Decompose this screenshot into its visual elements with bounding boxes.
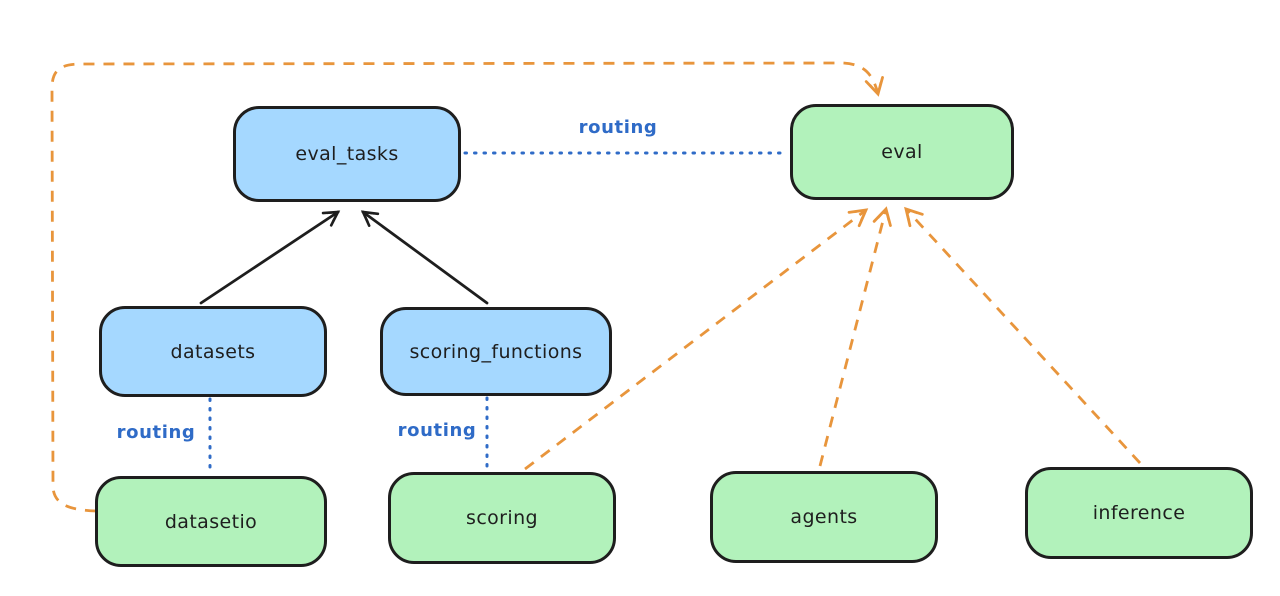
node-agents-label: agents <box>790 506 858 528</box>
routing-label-eval-tasks-eval: routing <box>578 117 658 138</box>
routing-label-scoring-functions-scoring: routing <box>397 420 477 441</box>
node-eval-label: eval <box>881 141 923 163</box>
edge-agents-to-eval[interactable] <box>818 206 892 467</box>
node-scoring-label: scoring <box>466 507 538 529</box>
node-eval[interactable]: eval <box>790 104 1014 200</box>
node-datasetio-label: datasetio <box>164 510 258 533</box>
routing-label-datasets-datasetio: routing <box>116 422 196 443</box>
node-datasetio[interactable]: datasetio <box>95 476 327 567</box>
node-scoring-functions[interactable]: scoring_functions <box>380 307 612 396</box>
node-scoring[interactable]: scoring <box>388 472 616 564</box>
node-agents[interactable]: agents <box>710 471 938 563</box>
node-datasets[interactable]: datasets <box>99 306 327 397</box>
edge-scoring-functions-to-eval-tasks[interactable] <box>360 210 489 305</box>
node-scoring-functions-label: scoring_functions <box>409 340 583 363</box>
edge-datasetio-to-eval[interactable] <box>50 61 884 513</box>
node-eval-tasks[interactable]: eval_tasks <box>233 106 461 202</box>
node-inference[interactable]: inference <box>1025 467 1253 559</box>
node-datasets-label: datasets <box>170 340 256 363</box>
edge-inference-to-eval[interactable] <box>904 206 1142 464</box>
edge-datasets-to-eval-tasks[interactable] <box>199 210 341 305</box>
node-eval-tasks-label: eval_tasks <box>295 143 399 165</box>
node-inference-label: inference <box>1092 502 1186 524</box>
